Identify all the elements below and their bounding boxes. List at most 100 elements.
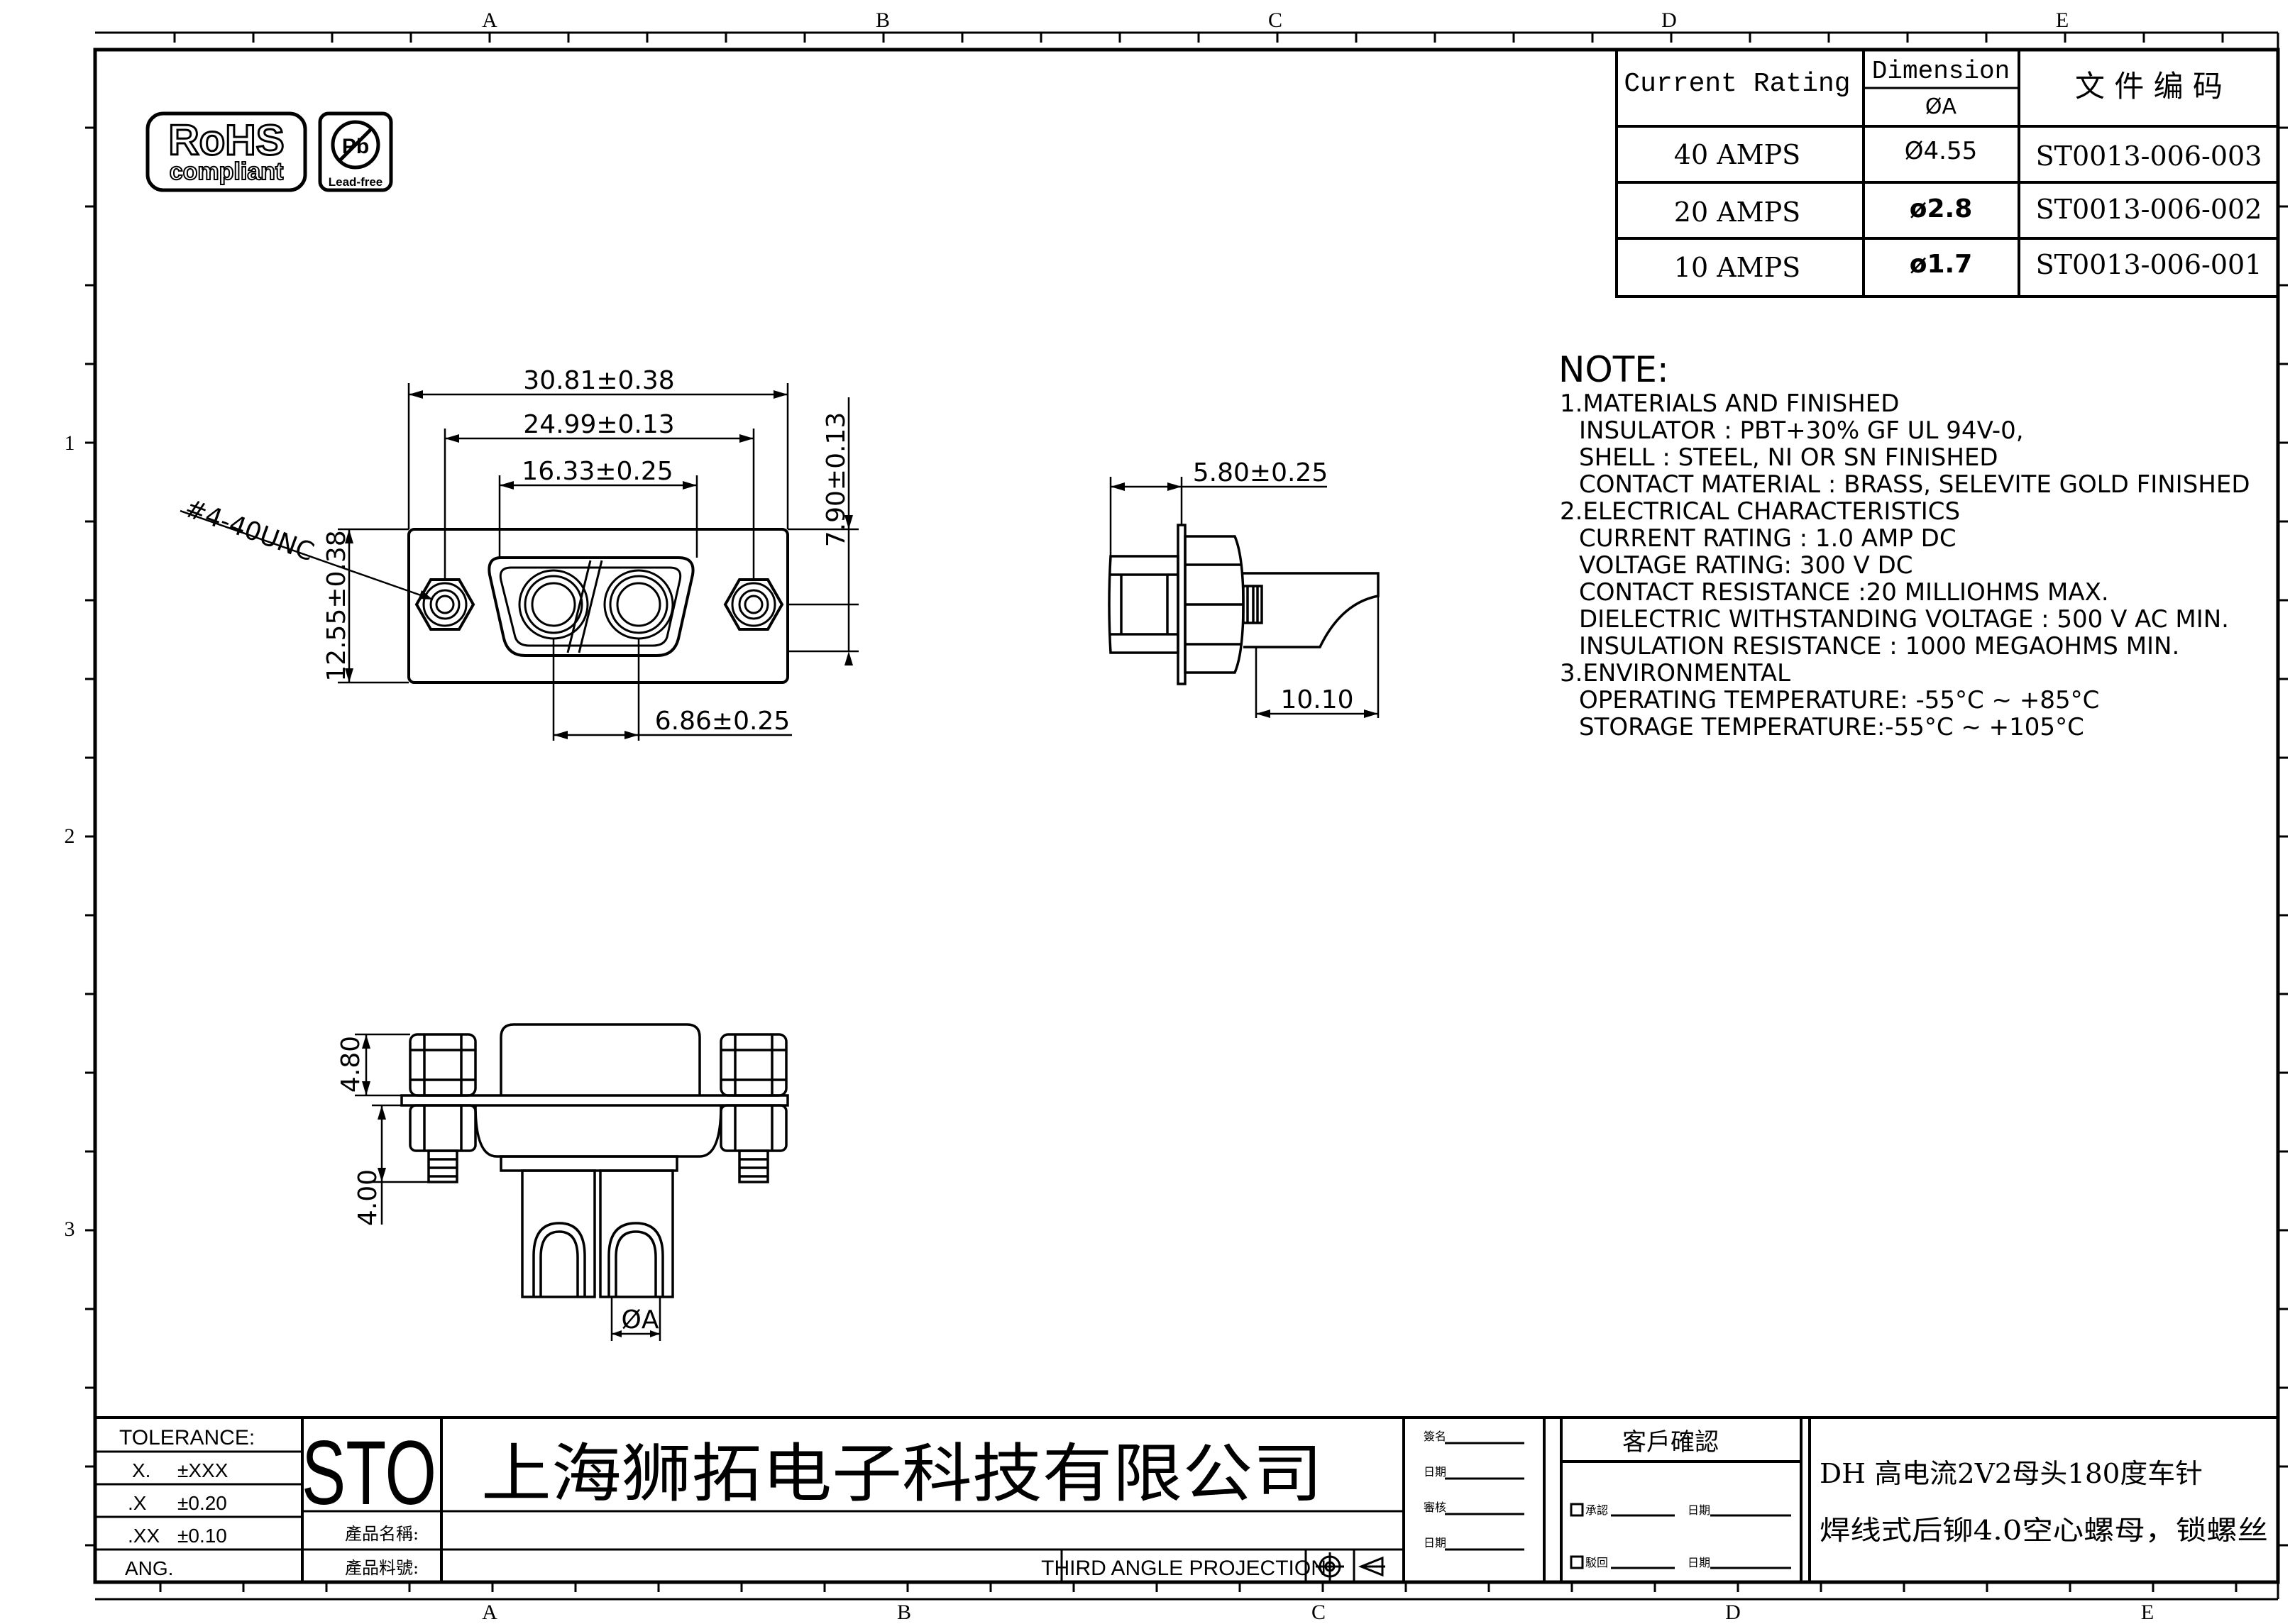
tolerance-value-2: ±0.20 [177, 1492, 227, 1514]
front-d-shell [488, 556, 695, 657]
col-label-a: A [482, 9, 497, 32]
rating-row-1-current: 40 AMPS [1674, 139, 1800, 170]
col-label-d: D [1661, 9, 1677, 32]
projection-symbol-icon [1316, 1552, 1385, 1581]
note-line-4: CONTACT MATERIAL : BRASS, SELEVITE GOLD … [1579, 470, 2250, 499]
row-label-3: 3 [65, 1217, 75, 1241]
review-label: 審核 [1424, 1501, 1446, 1514]
header-current-rating: Current Rating [1624, 69, 1850, 99]
bottom-insert-body [474, 1105, 722, 1158]
col-label-e: E [2056, 9, 2069, 32]
col-label-e-bottom: E [2141, 1601, 2154, 1624]
bottom-flange [400, 1094, 789, 1107]
front-view-dimensions: 30.81±0.38 24.99±0.13 16.33±0.25 12.55±0… [181, 366, 851, 736]
bottom-top-nut-right [720, 1033, 788, 1097]
drawing-frame [85, 31, 2288, 1601]
header-dimension-sub: ØA [1925, 94, 1957, 119]
front-contact-left [518, 569, 589, 640]
tolerance-value-3: ±0.10 [177, 1525, 227, 1547]
product-part-label: 產品料號: [345, 1558, 419, 1578]
bottom-view-dimensions: 4.80 4.00 ØA [336, 1036, 659, 1335]
dim-hole-spacing: 24.99±0.13 [523, 410, 674, 439]
approve-date-label: 日期 [1688, 1503, 1710, 1517]
rating-row-1-dimension: Ø4.55 [1905, 137, 1977, 165]
tolerance-key-3: .XX [128, 1525, 160, 1547]
bottom-pin-left [521, 1169, 596, 1298]
bottom-lower-nut-right [720, 1104, 788, 1152]
dim-half-height: 7.90±0.13 [822, 412, 851, 547]
notes-block: NOTE: 1.MATERIALS AND FINISHED INSULATOR… [1558, 349, 2250, 741]
reject-date-label: 日期 [1688, 1556, 1710, 1569]
col-label-d-bottom: D [1725, 1601, 1741, 1624]
lead-free-logo: Pb Lead-free [318, 111, 393, 192]
rating-row-1-code: ST0013-006-003 [2036, 140, 2262, 172]
bottom-screw-right [738, 1149, 769, 1183]
bottom-lower-nut-left [409, 1104, 477, 1152]
header-dimension: Dimension [1872, 57, 2010, 86]
sto-brand-logo: STO [302, 1423, 436, 1524]
row-labels: 1 2 3 [65, 431, 75, 1241]
front-nut-left [414, 578, 475, 631]
header-document-code: 文 件 编 码 [2075, 69, 2223, 104]
note-line-3: SHELL : STEEL, NI OR SN FINISHED [1579, 443, 1998, 472]
company-name: 上海狮拓电子科技有限公司 [481, 1437, 1323, 1511]
column-labels-top: A B C D E [482, 9, 2069, 32]
dim-pin-diameter: ØA [622, 1305, 659, 1335]
title-block: TOLERANCE: X. ±XXX .X ±0.20 .XX ±0.10 AN… [95, 1416, 2278, 1582]
tolerance-key-4: ANG. [125, 1557, 173, 1579]
bottom-screw-left [427, 1149, 458, 1183]
front-nut-right [723, 578, 784, 631]
rohs-compliant-text: compliant [170, 158, 284, 185]
note-line-6: CURRENT RATING : 1.0 AMP DC [1579, 524, 1956, 553]
front-contact-right [603, 569, 674, 640]
notes-title: NOTE: [1558, 349, 1669, 390]
col-label-b-bottom: B [897, 1601, 911, 1624]
lead-free-circle-icon [331, 120, 380, 170]
rating-row-2-code: ST0013-006-002 [2036, 194, 2262, 225]
review-date-label: 日期 [1424, 1536, 1446, 1550]
sign-label: 簽名 [1424, 1430, 1446, 1443]
front-flange [407, 528, 789, 684]
side-view [1108, 477, 1380, 718]
bottom-d-shell [500, 1023, 701, 1095]
dim-tail-length: 10.10 [1280, 685, 1353, 714]
note-line-10: INSULATION RESISTANCE : 1000 MEGAOHMS MI… [1579, 632, 2179, 661]
col-label-a-bottom: A [482, 1601, 497, 1624]
approve-checkbox[interactable] [1570, 1503, 1584, 1517]
col-label-c-bottom: C [1311, 1601, 1326, 1624]
note-line-7: VOLTAGE RATING: 300 V DC [1579, 551, 1913, 580]
product-name-label: 產品名稱: [345, 1524, 419, 1544]
dim-flange-height: 12.55±0.38 [322, 530, 351, 681]
thread-callout: #4-40UNC [181, 494, 318, 568]
side-dimension-lines [1109, 477, 1380, 718]
dim-thread-length: 4.00 [353, 1169, 382, 1226]
dim-overall-width: 30.81±0.38 [523, 366, 674, 395]
rating-row-3-code: ST0013-006-001 [2036, 249, 2262, 280]
description-line-2: 焊线式后铆4.0空心螺母，锁螺丝 [1820, 1515, 2268, 1546]
front-dimension-lines [180, 383, 859, 741]
approve-label: 承認 [1585, 1503, 1608, 1517]
rating-row-2-current: 20 AMPS [1674, 197, 1800, 228]
rohs-logo: RoHS compliant [145, 111, 307, 192]
dim-insert-width: 16.33±0.25 [522, 457, 673, 486]
rohs-text: RoHS [168, 116, 284, 164]
rating-row-3-dimension: ø1.7 [1910, 250, 1973, 279]
front-view [180, 383, 859, 741]
tolerance-label: TOLERANCE: [119, 1426, 255, 1449]
note-line-2: INSULATOR : PBT+30% GF UL 94V-0, [1579, 416, 2024, 445]
note-line-9: DIELECTRIC WITHSTANDING VOLTAGE : 500 V … [1579, 605, 2229, 634]
rating-row-3-current: 10 AMPS [1674, 252, 1800, 283]
note-line-12: OPERATING TEMPERATURE: -55°C ~ +85°C [1579, 686, 2099, 714]
note-line-8: CONTACT RESISTANCE :20 MILLIOHMS MAX. [1579, 578, 2109, 607]
reject-checkbox[interactable] [1570, 1555, 1584, 1569]
side-view-dimensions: 5.80±0.25 10.10 [1193, 458, 1354, 714]
tolerance-key-2: .X [128, 1492, 147, 1514]
note-line-1: 1.MATERIALS AND FINISHED [1560, 390, 1899, 418]
sign-date-label: 日期 [1424, 1465, 1446, 1479]
note-line-5: 2.ELECTRICAL CHARACTERISTICS [1560, 497, 1960, 526]
current-rating-table: Current Rating Dimension ØA 文 件 编 码 40 A… [1615, 48, 2279, 298]
row-label-1: 1 [65, 431, 75, 455]
row-label-2: 2 [65, 824, 75, 848]
front-d-insert [499, 566, 682, 647]
